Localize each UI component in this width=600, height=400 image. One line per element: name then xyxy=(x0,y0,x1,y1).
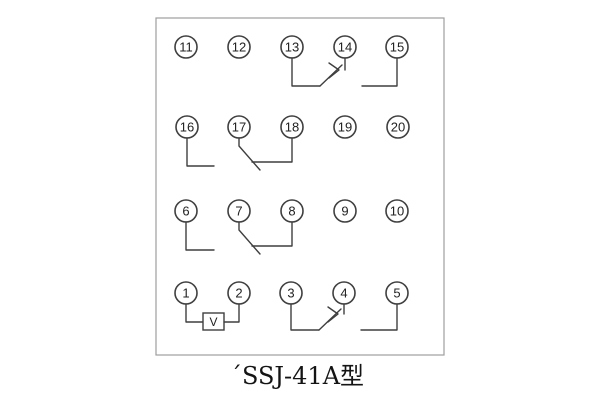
terminal-circle-10 xyxy=(385,199,409,223)
contact-3-4-5 xyxy=(290,303,398,331)
terminal-row-3: 6 7 8 9 10 xyxy=(174,199,409,223)
contact-blade-3-4 xyxy=(318,308,342,331)
terminal-circle-19 xyxy=(333,115,357,139)
contact-blade-7 xyxy=(238,221,261,255)
connection-line-3 xyxy=(290,303,320,331)
terminal-label-12: 12 xyxy=(232,40,246,55)
connection-line-13 xyxy=(291,57,321,87)
terminal-label-18: 18 xyxy=(285,120,299,135)
terminal-label-7: 7 xyxy=(235,204,242,219)
diagram-title: ´SSJ-41A型 xyxy=(230,362,364,390)
terminal-circle-9 xyxy=(333,199,357,223)
terminal-label-1: 1 xyxy=(182,286,189,301)
voltage-element: V xyxy=(185,303,240,331)
connection-line-18 xyxy=(251,137,293,163)
connection-line-5 xyxy=(360,303,398,331)
terminal-label-5: 5 xyxy=(393,286,400,301)
terminal-label-2: 2 xyxy=(235,286,242,301)
contact-arrow-icon xyxy=(328,62,340,79)
terminal-label-4: 4 xyxy=(340,286,347,301)
connection-line-6 xyxy=(185,221,215,251)
terminal-label-10: 10 xyxy=(390,204,404,219)
terminal-label-16: 16 xyxy=(180,120,194,135)
contact-arrow-icon xyxy=(327,306,339,323)
terminal-row-1: 11 12 13 14 15 xyxy=(174,35,409,59)
terminal-label-3: 3 xyxy=(287,286,294,301)
connection-line-1 xyxy=(185,303,204,323)
terminal-row-2: 16 17 18 19 20 xyxy=(175,115,410,139)
connection-line-8 xyxy=(251,221,293,247)
contact-13-14-15 xyxy=(291,57,398,87)
relay-case-outline xyxy=(155,17,445,356)
terminal-row-4: 1 2 3 4 5 xyxy=(174,281,409,305)
connection-line-2 xyxy=(223,303,240,323)
terminal-label-13: 13 xyxy=(285,40,299,55)
connection-line-15 xyxy=(361,57,398,87)
terminal-label-20: 20 xyxy=(391,120,405,135)
terminal-circle-12 xyxy=(227,35,251,59)
terminal-label-6: 6 xyxy=(182,204,189,219)
terminal-circle-11 xyxy=(174,35,198,59)
terminal-label-8: 8 xyxy=(288,204,295,219)
terminal-label-15: 15 xyxy=(390,40,404,55)
terminal-label-11: 11 xyxy=(179,40,193,55)
connection-line-16 xyxy=(186,137,215,167)
terminal-label-14: 14 xyxy=(338,40,352,55)
contact-blade-13-14 xyxy=(319,64,343,87)
contact-blade-17 xyxy=(238,137,261,171)
voltage-element-label: V xyxy=(209,315,217,329)
terminal-label-19: 19 xyxy=(338,120,352,135)
contact-6-7-8 xyxy=(185,221,293,255)
terminal-label-9: 9 xyxy=(341,204,348,219)
terminal-label-17: 17 xyxy=(232,120,246,135)
contact-16-17-18 xyxy=(186,137,293,171)
terminal-circle-20 xyxy=(386,115,410,139)
